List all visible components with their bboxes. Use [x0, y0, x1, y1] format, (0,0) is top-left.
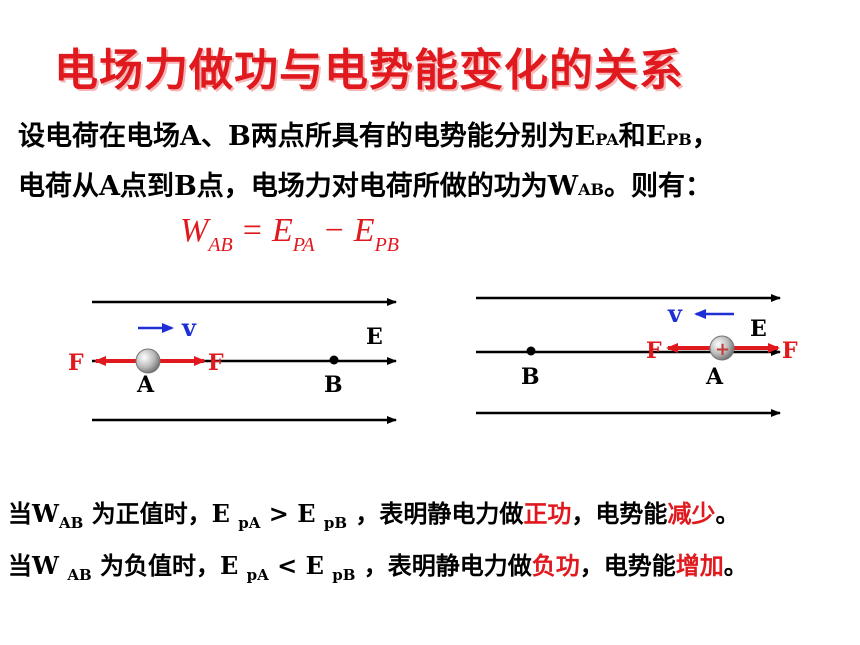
force-label-right: F [782, 338, 798, 364]
page-title: 电场力做功与电势能变化的关系 [54, 45, 684, 96]
conclusion-text: 为正值时，E [83, 499, 239, 528]
velocity-label: v [181, 313, 197, 342]
field-label: E [750, 316, 767, 342]
conclusion-subscript: AB [67, 566, 92, 584]
intro-text: W [547, 171, 579, 202]
intro-text: 点到 [119, 171, 174, 202]
point-a-label: A [136, 372, 155, 398]
intro-text: E [574, 121, 596, 152]
intro-text: E [645, 121, 667, 152]
intro-text: 。则有： [604, 171, 713, 202]
force-label-right: F [208, 350, 224, 376]
intro-line-2: 电荷从A点到B点，电场力对电荷所做的功为WAB。则有： [18, 164, 712, 203]
intro-text: 和 [618, 121, 646, 152]
intro-text: A [180, 121, 201, 152]
conclusion-text: ，电势能 [579, 551, 676, 580]
intro-text: 两点所具有的电势能分别为 [250, 121, 575, 152]
force-label-left: F [646, 338, 662, 364]
intro-subscript: PA [595, 130, 619, 149]
electric-field-diagrams: E v F F A B E v F F + A B [68, 294, 798, 424]
intro-text: 电荷从 [18, 171, 99, 202]
conclusion-text: ，电势能 [571, 499, 668, 528]
conclusion-text: > E [260, 499, 324, 528]
point-a-label: A [705, 364, 724, 390]
formula-w: W [180, 212, 209, 249]
formula-e: E [271, 212, 293, 249]
formula-subscript: AB [208, 234, 233, 256]
charge-ball [709, 335, 735, 361]
point-b-dot [329, 355, 339, 365]
negative-work-highlight: 负功 [531, 551, 580, 580]
intro-text: A [99, 171, 120, 202]
intro-subscript: PB [666, 130, 692, 149]
conclusion-text: 。 [723, 551, 748, 580]
intro-text: B [227, 121, 251, 152]
conclusion-subscript: pA [238, 514, 261, 532]
velocity-label: v [667, 299, 683, 328]
intro-line-1: 设电荷在电场A、B两点所具有的电势能分别为EPA和EPB， [18, 114, 719, 153]
point-b-label: B [324, 372, 343, 398]
point-b-dot [526, 346, 536, 356]
conclusion-text: 。 [715, 499, 740, 528]
conclusion-text: < E [268, 551, 333, 580]
field-label: E [366, 324, 383, 350]
energy-decrease-highlight: 减少 [667, 499, 716, 528]
conclusion-subscript: pB [332, 566, 356, 584]
point-b-label: B [521, 364, 540, 390]
conclusion-text: ，表明静电力做 [347, 499, 524, 528]
left-field-diagram: E v F F A B [68, 298, 397, 424]
conclusion-subscript: pA [246, 566, 269, 584]
intro-subscript: AB [578, 180, 605, 199]
conclusion-text: 当W [8, 551, 68, 580]
formula-minus: − [324, 212, 344, 249]
right-field-diagram: E v F F + A B [476, 294, 798, 417]
formula-equals: = [242, 212, 262, 249]
conclusion-text: 当W [8, 499, 59, 528]
work-energy-formula: WAB=EPA−EPB [180, 212, 399, 256]
formula-subscript: PA [292, 234, 315, 256]
charge-ball [135, 348, 161, 374]
positive-work-highlight: 正功 [523, 499, 572, 528]
energy-increase-highlight: 增加 [675, 551, 724, 580]
intro-text: 点，电场力对电荷所做的功为 [196, 171, 548, 202]
conclusion-text: ，表明静电力做 [355, 551, 532, 580]
conclusion-text: 为负值时，E [91, 551, 247, 580]
intro-text: ， [691, 121, 719, 152]
force-label-left: F [68, 350, 84, 376]
conclusion-positive: 当WAB 为正值时，E pA > E pB ，表明静电力做正功，电势能减少。 [8, 494, 740, 532]
positive-sign: + [715, 339, 730, 360]
formula-subscript: PB [374, 234, 399, 256]
conclusion-negative: 当W AB 为负值时，E pA < E pB ，表明静电力做负功，电势能增加。 [8, 546, 748, 584]
intro-text: 、 [200, 121, 228, 152]
formula-e: E [353, 212, 375, 249]
intro-text: B [173, 171, 197, 202]
intro-text: 设电荷在电场 [18, 121, 180, 152]
conclusion-subscript: AB [58, 514, 84, 532]
conclusion-subscript: pB [323, 514, 348, 532]
